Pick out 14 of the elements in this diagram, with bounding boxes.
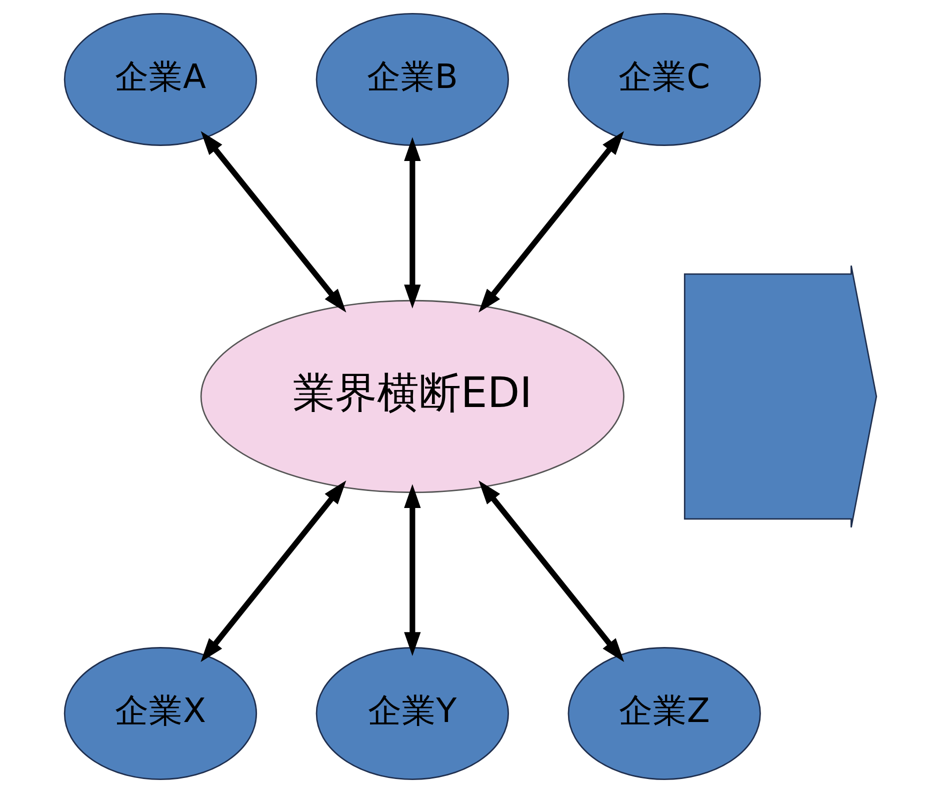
node-ellipse: 企業C [567, 13, 760, 146]
arrow [478, 131, 624, 313]
node-ellipse: 企業Z [567, 647, 760, 780]
arrow [200, 480, 346, 662]
arrow [404, 137, 420, 309]
node-ellipse: 企業Y [315, 647, 508, 780]
arrow [404, 484, 420, 656]
node-ellipse: 業界横断EDI [200, 300, 624, 494]
node-ellipse: 企業X [63, 647, 257, 780]
node-ellipse: 企業B [315, 13, 508, 146]
arrow [478, 480, 624, 662]
node-ellipse: 企業A [63, 13, 257, 146]
arrow [200, 131, 346, 313]
node-arrow [683, 264, 877, 528]
